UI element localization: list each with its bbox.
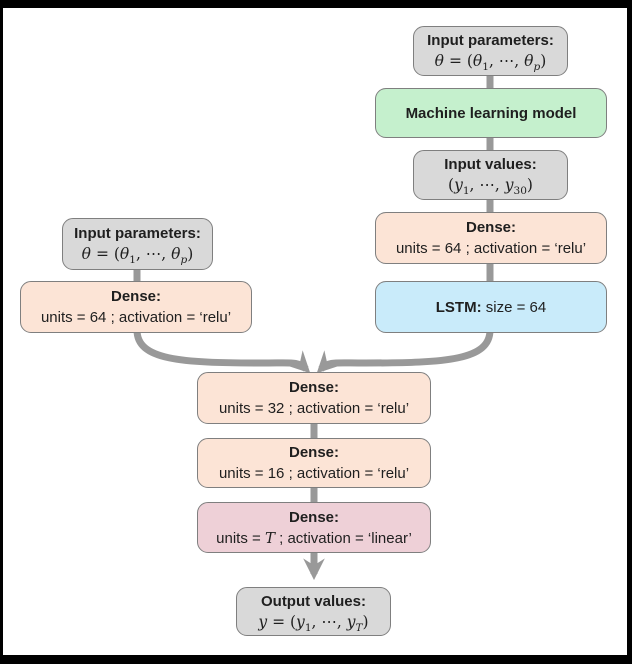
node-detail: units = 32 ; activation = ‘relu’ — [218, 400, 410, 417]
node-machine-learning-model: Machine learning model — [375, 88, 607, 138]
node-detail: units = 16 ; activation = ‘relu’ — [218, 465, 410, 482]
merge-arrow-right — [316, 329, 494, 374]
node-formula: θ = (θ1, ⋯, θp) — [81, 245, 194, 267]
node-title: Dense: — [288, 444, 340, 461]
node-dense-64-left: Dense: units = 64 ; activation = ‘relu’ — [20, 281, 252, 333]
node-title: Dense: — [288, 508, 340, 526]
frame-border-left — [0, 0, 3, 664]
node-lstm: LSTM: size = 64 — [375, 281, 607, 333]
node-formula: θ = (θ1, ⋯, θp) — [434, 52, 547, 74]
merge-arrow-left — [133, 329, 311, 374]
frame-border-right — [627, 0, 632, 664]
node-title: Input parameters: — [74, 225, 201, 242]
node-title: Input values: — [444, 156, 537, 173]
node-dense-16: Dense: units = 16 ; activation = ‘relu’ — [197, 438, 431, 488]
node-input-parameters-left: Input parameters: θ = (θ1, ⋯, θp) — [62, 218, 213, 270]
node-input-parameters-top: Input parameters: θ = (θ1, ⋯, θp) — [413, 26, 568, 76]
node-title: Dense: — [465, 219, 517, 236]
node-title: Output values: — [260, 592, 366, 610]
node-detail: units = T ; activation = ‘linear’ — [216, 528, 412, 547]
frame-border-bottom — [0, 655, 632, 664]
node-dense-64-right: Dense: units = 64 ; activation = ‘relu’ — [375, 212, 607, 264]
node-detail: units = 64 ; activation = ‘relu’ — [40, 309, 232, 326]
node-formula: y = (y1, ⋯, yT) — [258, 612, 369, 634]
node-dense-linear: Dense: units = T ; activation = ‘linear’ — [197, 502, 431, 553]
node-title: Machine learning model — [405, 104, 577, 122]
node-dense-32: Dense: units = 32 ; activation = ‘relu’ — [197, 372, 431, 424]
node-title: Input parameters: — [427, 32, 554, 49]
node-title: LSTM: size = 64 — [435, 298, 547, 316]
node-detail: units = 64 ; activation = ‘relu’ — [395, 240, 587, 257]
node-formula: (y1, ⋯, y30) — [448, 176, 533, 198]
node-title: Dense: — [288, 379, 340, 396]
frame-border-top — [0, 0, 632, 8]
node-output-values: Output values: y = (y1, ⋯, yT) — [236, 587, 391, 636]
node-title: Dense: — [110, 288, 162, 305]
node-input-values: Input values: (y1, ⋯, y30) — [413, 150, 568, 200]
